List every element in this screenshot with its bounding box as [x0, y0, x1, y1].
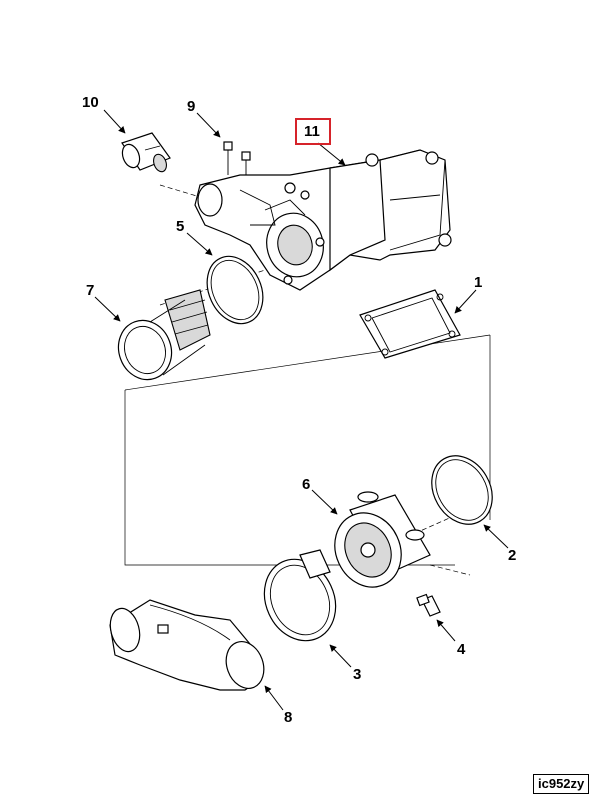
part-3-clamp: [263, 549, 337, 642]
callout-6: 6: [302, 476, 311, 493]
illustration-reference-code: ic952zy: [533, 774, 590, 795]
callout-10: 10: [82, 94, 99, 111]
callout-7: 7: [86, 282, 95, 299]
callout-2: 2: [508, 547, 517, 564]
callout-9: 9: [187, 98, 196, 115]
callout-11: 11: [304, 123, 320, 140]
part-6-adapter: [334, 491, 431, 588]
part-5-oring: [206, 255, 264, 325]
callout-11-highlight-box: [295, 118, 331, 145]
part-4-bolt: [416, 593, 441, 617]
callout-3: 3: [353, 666, 362, 683]
callout-5: 5: [176, 218, 185, 235]
part-9-screws: [223, 141, 251, 180]
part-1-gasket: [359, 289, 461, 359]
part-7-outlet-flange: [117, 289, 211, 381]
part-10-sensor: [121, 132, 171, 173]
leader-lines: [94, 109, 509, 711]
callout-1: 1: [474, 274, 483, 291]
callout-4: 4: [457, 641, 466, 658]
part-8-elbow-pipe: [109, 599, 265, 691]
part-11-housing: [194, 149, 452, 291]
part-2-oring: [431, 455, 493, 525]
callout-8: 8: [284, 709, 293, 726]
